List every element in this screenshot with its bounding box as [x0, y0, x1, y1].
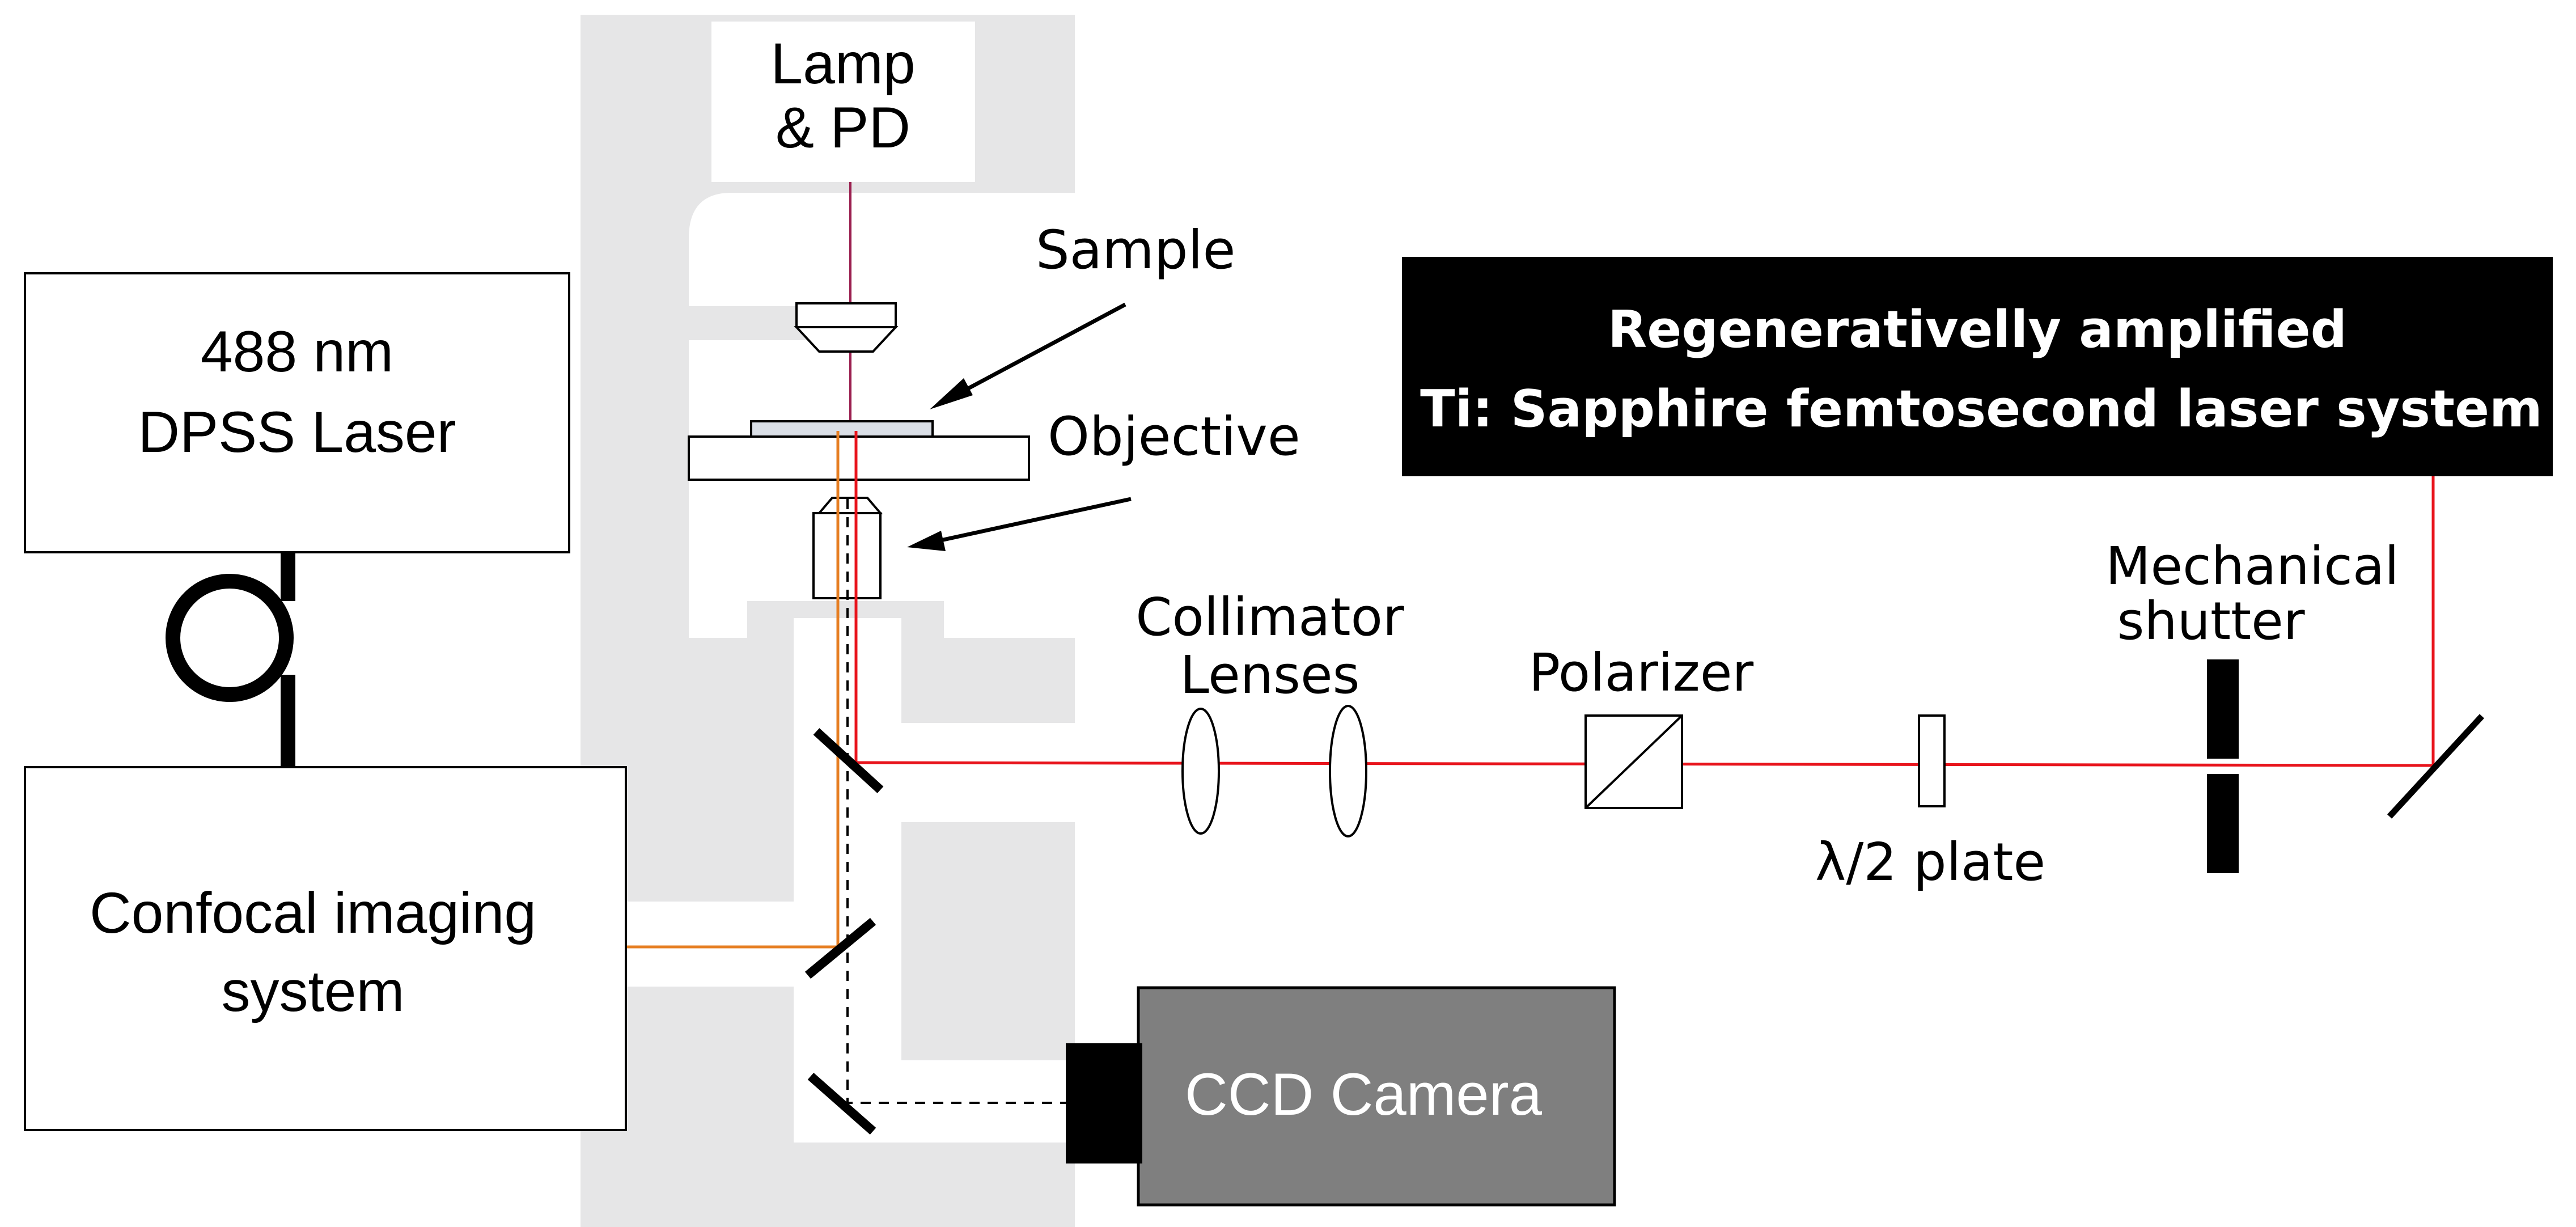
- dichroic-mirror-middle: [804, 917, 876, 979]
- shutter-label-1: Mechanical: [2105, 536, 2399, 596]
- collimator-lenses: [1181, 705, 1367, 837]
- femtosecond-laser-box: [1402, 257, 2553, 476]
- dpss-laser-label-1: 488 nm: [201, 319, 393, 384]
- collimator-label-1: Collimator: [1136, 587, 1404, 648]
- confocal-label-1: Confocal imaging: [90, 881, 536, 945]
- confocal-label-2: system: [221, 959, 404, 1023]
- stage-cavity: [689, 193, 1075, 638]
- collimator-lens-2: [1329, 705, 1367, 837]
- stage: [688, 435, 1030, 481]
- ccd-camera-label: CCD Camera: [1185, 1061, 1543, 1128]
- collimator-label-2: Lenses: [1180, 645, 1359, 705]
- shutter-label-2: shutter: [2117, 591, 2304, 651]
- steering-mirror: [2387, 714, 2485, 819]
- confocal-system-box: [24, 766, 627, 1131]
- confocal-port: [624, 902, 794, 987]
- microscope-cutouts: [624, 22, 1075, 1143]
- condenser: [794, 302, 899, 353]
- mirrors: [804, 714, 2485, 1135]
- dpss-laser-box: [24, 272, 570, 553]
- objective-lens: [812, 497, 883, 599]
- ccd-camera-mount: [1066, 1043, 1142, 1163]
- sample-arrow: [930, 302, 1126, 409]
- half-wave-plate: [1918, 714, 1946, 807]
- sample-slide: [750, 420, 934, 438]
- lamp-label-1: Lamp: [770, 31, 915, 96]
- ccd-camera-body: [1137, 986, 1616, 1207]
- camera-port: [901, 1060, 1075, 1143]
- sample-label: Sample: [1036, 219, 1235, 281]
- half-wave-plate-label: λ/2 plate: [1815, 832, 2045, 892]
- collimator-lens-1: [1181, 708, 1220, 835]
- femtosecond-label-1: Regenerativelly amplified: [1608, 300, 2347, 359]
- femtosecond-label-2: Ti: Sapphire femtosecond laser system: [1420, 379, 2543, 439]
- polarizer-label: Polarizer: [1529, 642, 1754, 703]
- objective-label: Objective: [1048, 406, 1300, 468]
- dpss-laser-label-2: DPSS Laser: [138, 400, 456, 464]
- microscope-inner-blocks: [689, 306, 1080, 1060]
- mechanical-shutter: [2207, 659, 2239, 873]
- optical-fiber: [166, 552, 295, 768]
- dichroic-mirror-top: [813, 728, 884, 793]
- polarizer: [1584, 714, 1683, 809]
- mirror-bottom: [807, 1072, 876, 1135]
- lamp-label-2: & PD: [776, 95, 910, 160]
- lamp-box: [711, 22, 975, 182]
- objective-arrow: [907, 497, 1132, 551]
- beam-channel-horizontal: [901, 723, 1075, 822]
